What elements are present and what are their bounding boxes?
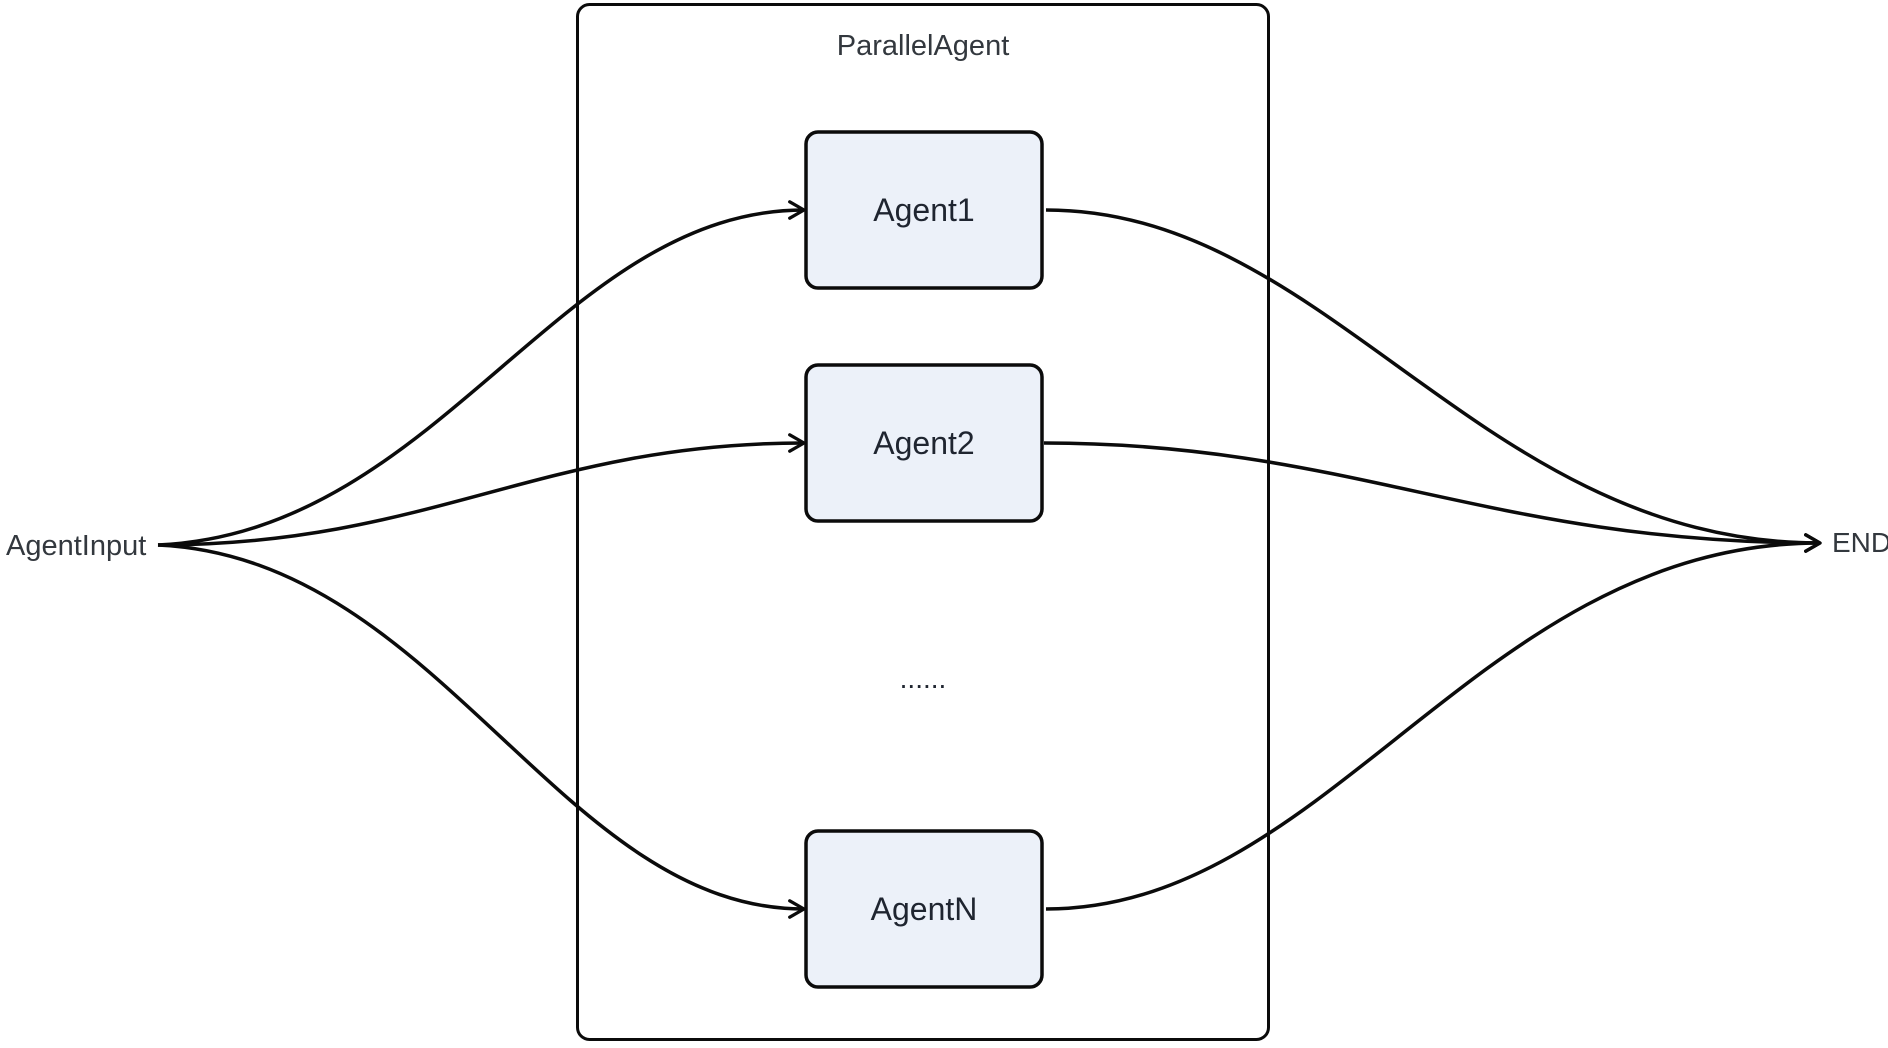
node-agentN-label: AgentN [871,891,978,927]
node-agent2-label: Agent2 [873,425,974,461]
node-agent1: Agent1 [804,130,1044,290]
edge-agent1-to-end [1045,208,1822,553]
node-agent1-box [804,130,1044,290]
edge-input-to-agentN [157,543,806,919]
ellipsis-label: ...... [900,663,947,694]
edge-agent2-to-end [1043,441,1822,553]
node-agentN: AgentN [804,829,1044,989]
node-agent1-label: Agent1 [873,192,974,228]
node-agentN-box [804,829,1044,989]
edge-input-to-agent1 [157,200,806,547]
agent-input-label: AgentInput [6,530,146,562]
edge-agentN-to-end [1045,533,1822,911]
end-label: END [1832,527,1888,558]
parallel-agent-cluster [576,3,1270,1041]
cluster-label: ParallelAgent [837,30,1010,62]
node-agent2-box [804,363,1044,523]
edge-input-to-agent2 [157,433,806,547]
edge-group [157,200,1822,919]
node-agent2: Agent2 [804,363,1044,523]
